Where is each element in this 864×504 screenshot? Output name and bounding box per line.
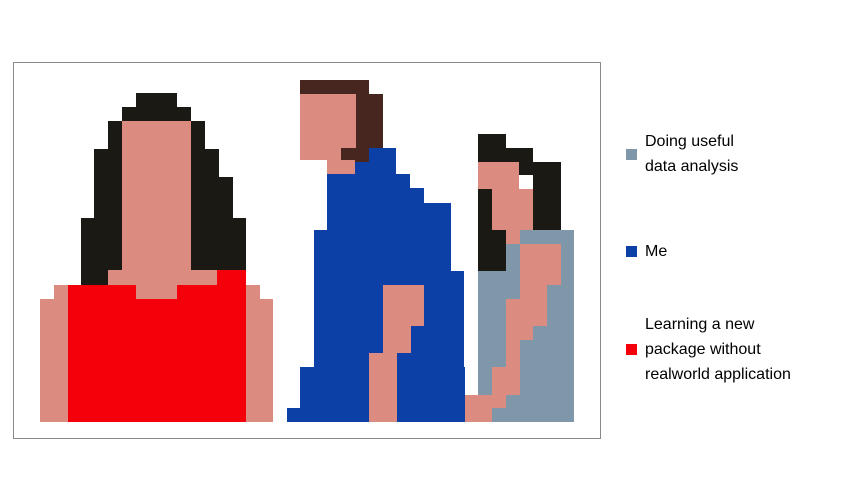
boyfriend-face-pixel (341, 94, 356, 148)
girlfriend-shoulder-pixel (108, 270, 217, 285)
legend-item-learning-new-package: Learning a new package without realworld… (626, 312, 791, 387)
other-girl-top-pixel (561, 258, 574, 271)
other-girl-top-pixel (506, 258, 520, 271)
girlfriend-face-pixel (122, 135, 191, 270)
legend: Doing useful data analysis Me Learning a… (626, 0, 856, 504)
legend-item-me: Me (626, 239, 667, 264)
boyfriend-shirt-pixel (314, 230, 451, 271)
boyfriend-shirt-pixel (327, 203, 451, 230)
girlfriend-neck-pixel (136, 285, 177, 299)
other-girl-arm-pixel (520, 285, 547, 326)
other-girl-top-pixel (520, 230, 574, 244)
other-girl-arm-pixel (492, 367, 520, 381)
girlfriend-arm-pixel (246, 285, 260, 299)
legend-label: Doing useful data analysis (645, 133, 739, 175)
girlfriend-hair-pixel (122, 107, 191, 121)
boyfriend-shirt-pixel (369, 148, 396, 175)
boyfriend-shirt-pixel (327, 188, 424, 203)
girlfriend-dress-pixel (68, 285, 136, 299)
other-girl-face-pixel (506, 230, 520, 244)
girlfriend-hair-pixel (136, 93, 177, 107)
other-girl-arm-pixel (492, 381, 520, 395)
girlfriend-arm-pixel (246, 299, 273, 422)
other-girl-arm-pixel (478, 395, 506, 408)
boyfriend-face-pixel (300, 94, 341, 160)
legend-label: Me (645, 243, 668, 260)
other-girl-arm-pixel (506, 340, 520, 367)
other-girl-arm-pixel (465, 408, 492, 422)
boyfriend-hand-pixel (383, 285, 424, 326)
legend-swatch-grey (626, 148, 637, 160)
girlfriend-arm-pixel (40, 299, 68, 422)
legend-swatch-blue (626, 246, 637, 257)
girlfriend-arm-pixel (54, 285, 68, 299)
boyfriend-hair-pixel (300, 80, 369, 94)
other-girl-arm-pixel (506, 326, 533, 340)
boyfriend-hand-pixel (383, 326, 411, 353)
pixel-layer (40, 80, 574, 422)
girlfriend-face-pixel (122, 121, 191, 135)
boyfriend-shirt-pixel (355, 162, 369, 174)
other-girl-face-pixel (492, 189, 533, 230)
girlfriend-dress-pixel (177, 285, 246, 299)
boyfriend-arm-pixel (369, 353, 397, 422)
girlfriend-dress-pixel (68, 299, 246, 422)
boyfriend-shirt-pixel (327, 174, 410, 188)
legend-item-doing-useful-data-analysis: Doing useful data analysis (626, 129, 738, 179)
other-girl-hair-pixel (533, 162, 561, 230)
legend-swatch-red (626, 344, 637, 355)
other-girl-face-pixel (478, 162, 519, 189)
girlfriend-dress-pixel (217, 270, 246, 285)
boyfriend-chin-pixel (327, 160, 355, 174)
other-girl-arm-pixel (506, 299, 520, 326)
other-girl-hair-pixel (478, 134, 506, 162)
other-girl-arm-pixel (520, 258, 561, 285)
other-girl-arm-pixel (520, 244, 561, 258)
legend-label: Learning a new package without realworld… (645, 316, 791, 383)
